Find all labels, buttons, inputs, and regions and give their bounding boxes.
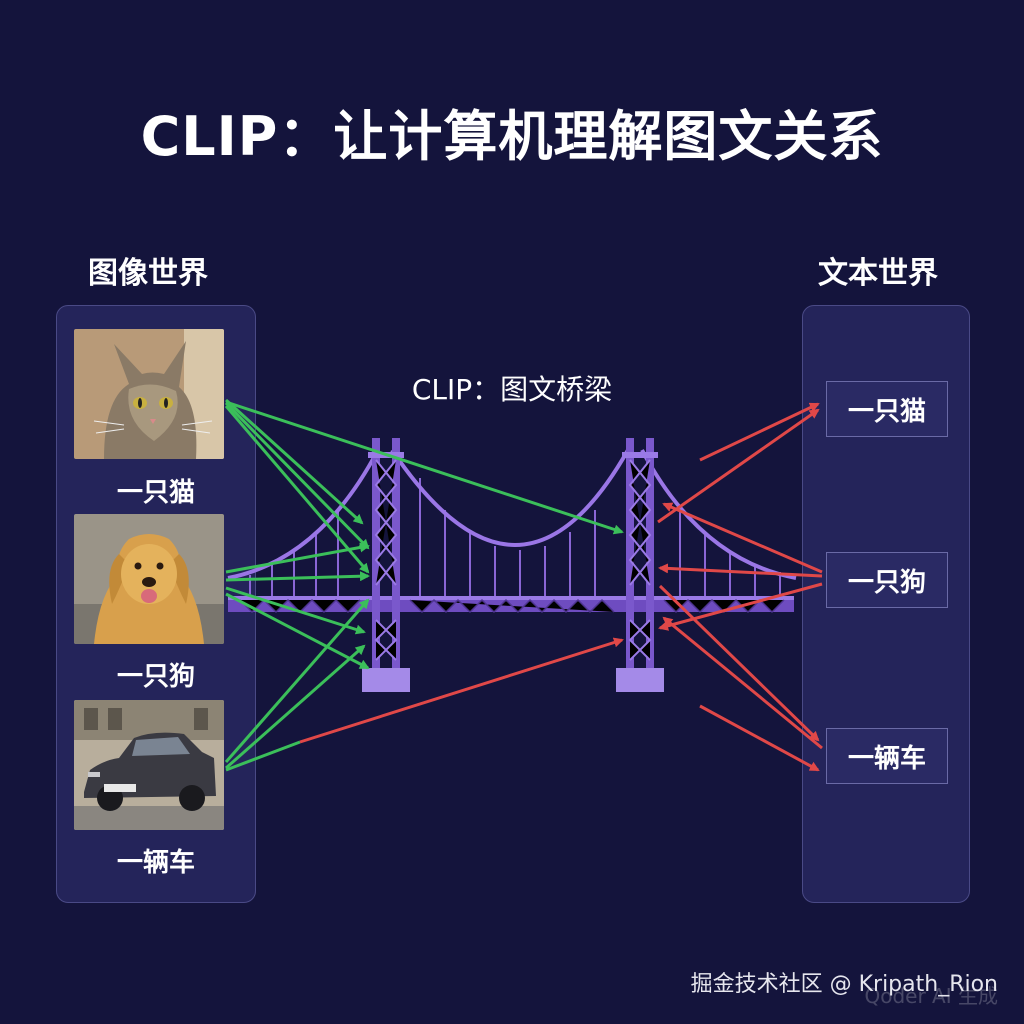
match-arrows [224, 398, 624, 772]
image-world-heading: 图像世界 [88, 256, 208, 291]
bridge-label: CLIP：图文桥梁 [411, 373, 613, 406]
watermark-faint: Qoder AI 生成 [864, 984, 999, 1008]
dog-photo [74, 514, 224, 644]
watermark: 掘金技术社区 @ Kripath_Rion [690, 972, 998, 997]
image-caption-car: 一辆车 [116, 848, 195, 878]
image-caption-cat: 一只猫 [116, 478, 195, 508]
text-item-dog: 一只狗 [826, 552, 948, 608]
text-world-heading: 文本世界 [818, 256, 938, 291]
text-item-cat: 一只猫 [826, 381, 948, 437]
cat-photo [74, 329, 224, 459]
image-caption-dog: 一只狗 [116, 662, 195, 692]
page-title: CLIP：让计算机理解图文关系 [140, 105, 884, 168]
car-photo [74, 700, 224, 830]
text-item-car: 一辆车 [826, 728, 948, 784]
mismatch-arrows [299, 402, 823, 772]
suspension-bridge-icon [227, 438, 797, 692]
